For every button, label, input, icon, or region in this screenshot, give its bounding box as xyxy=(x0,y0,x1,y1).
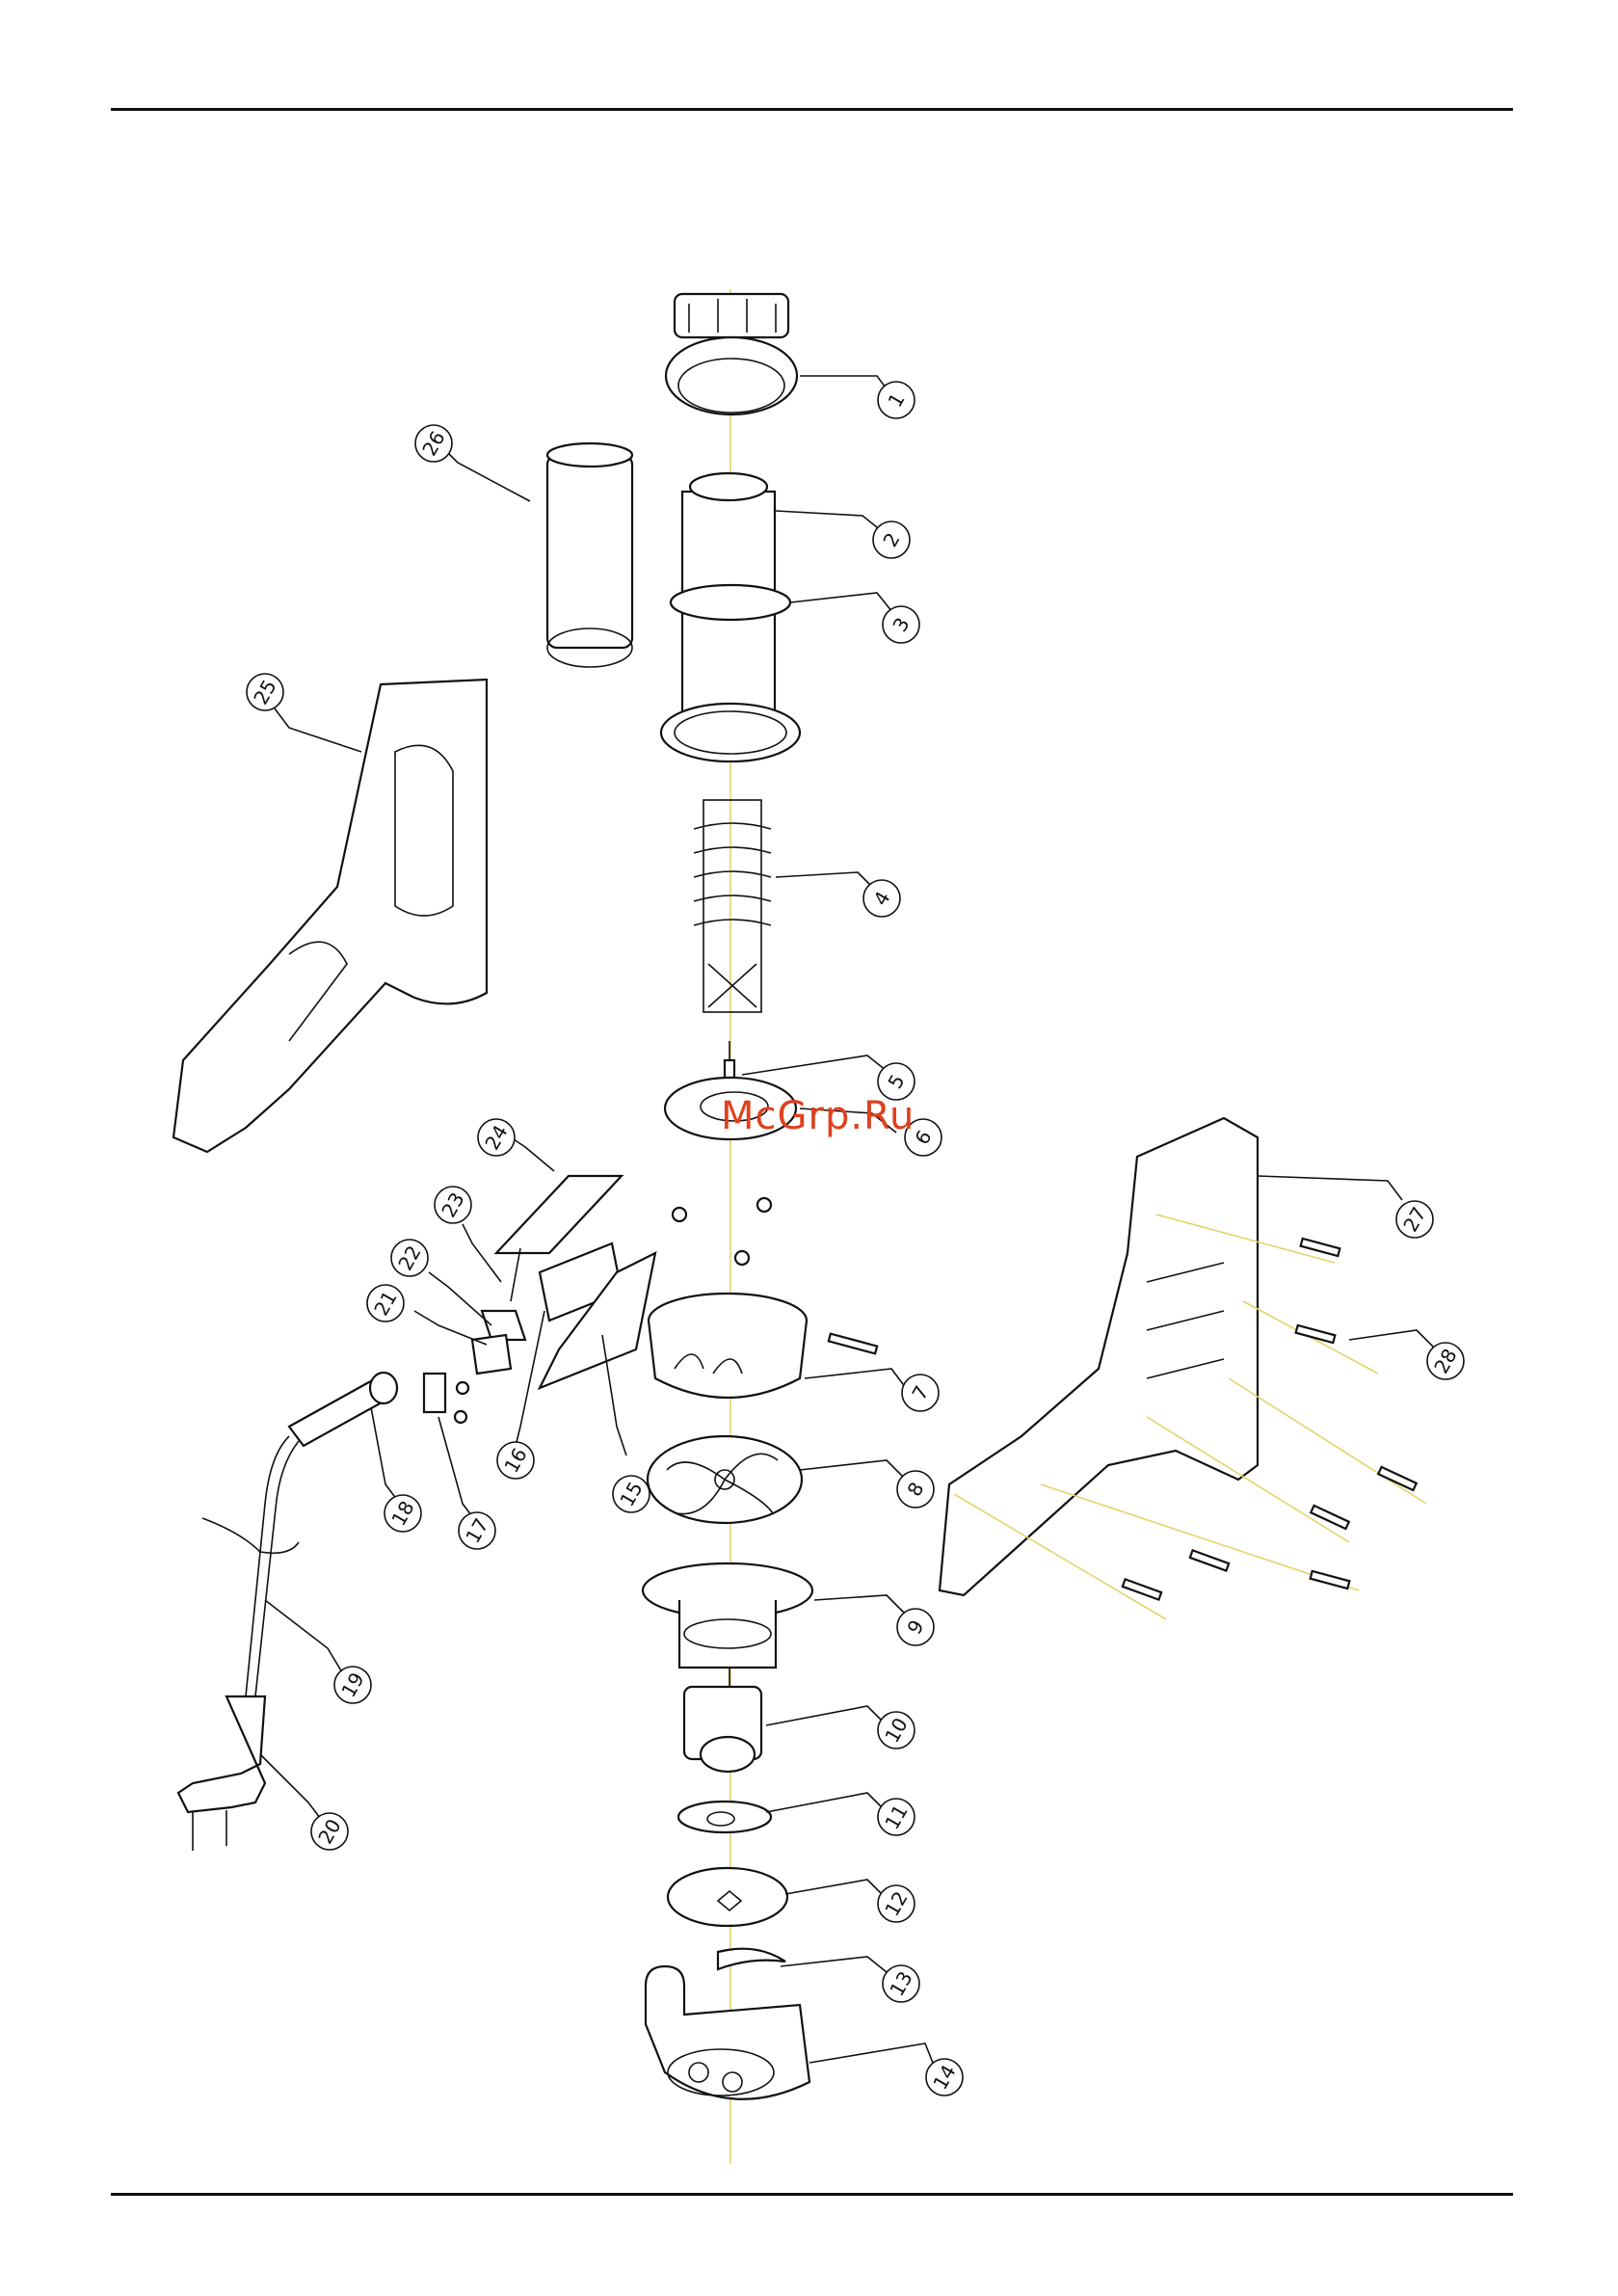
part-19-cable xyxy=(202,1436,299,1696)
watermark-text: McGrp.Ru xyxy=(721,1094,915,1138)
callout-3: 3 xyxy=(883,606,919,643)
callout-17: 17 xyxy=(459,1512,495,1549)
callout-2: 2 xyxy=(873,521,910,558)
part-10-motor xyxy=(684,1668,761,1772)
part-12-plate xyxy=(668,1868,787,1926)
callout-25: 25 xyxy=(247,674,283,710)
screws-small-set xyxy=(673,1198,771,1265)
callout-1: 1 xyxy=(878,382,915,418)
callout-10: 10 xyxy=(878,1712,915,1749)
part-13-spacer xyxy=(718,1949,785,1969)
part-26-tube xyxy=(547,443,632,667)
part-4-heating-element xyxy=(694,800,771,1012)
callout-12: 12 xyxy=(878,1885,915,1922)
part-9-motor-mount xyxy=(643,1563,812,1668)
callout-11: 11 xyxy=(878,1799,915,1835)
part-27-right-housing xyxy=(940,1118,1258,1595)
callout-20: 20 xyxy=(311,1813,348,1850)
leader-lines xyxy=(260,376,1436,2068)
callout-15: 15 xyxy=(613,1476,650,1512)
callout-24: 24 xyxy=(478,1119,515,1156)
callout-4: 4 xyxy=(863,880,900,917)
callouts: 1 2 3 4 5 6 7 8 9 10 11 12 13 14 15 16 1… xyxy=(247,382,1464,2096)
callout-27: 27 xyxy=(1396,1201,1433,1238)
callout-9: 9 xyxy=(897,1609,934,1645)
callout-8: 8 xyxy=(897,1471,934,1508)
part-18-cord-sleeve xyxy=(289,1373,397,1446)
callout-18: 18 xyxy=(385,1495,421,1532)
callout-26: 26 xyxy=(415,425,452,462)
callout-7: 7 xyxy=(902,1375,939,1411)
part-25-left-housing xyxy=(173,680,487,1152)
callout-13: 13 xyxy=(883,1965,919,2002)
part-20-plug xyxy=(178,1696,265,1851)
callout-21: 21 xyxy=(367,1285,404,1322)
callout-16: 16 xyxy=(497,1442,534,1479)
callout-22: 22 xyxy=(391,1240,428,1276)
part-17-clamp xyxy=(424,1374,468,1423)
callout-23: 23 xyxy=(435,1187,471,1223)
part-1-nozzle-ring xyxy=(666,294,797,414)
part-24-switch-plate xyxy=(496,1176,622,1253)
part-14-rear-cap xyxy=(646,1966,809,2099)
part-23-pin xyxy=(511,1248,520,1301)
callout-14: 14 xyxy=(926,2059,963,2096)
callout-19: 19 xyxy=(334,1667,371,1703)
callout-28: 28 xyxy=(1427,1343,1464,1379)
part-7-fan-housing xyxy=(649,1294,877,1398)
part-8-impeller xyxy=(648,1436,802,1523)
part-11-clip xyxy=(678,1802,771,1832)
